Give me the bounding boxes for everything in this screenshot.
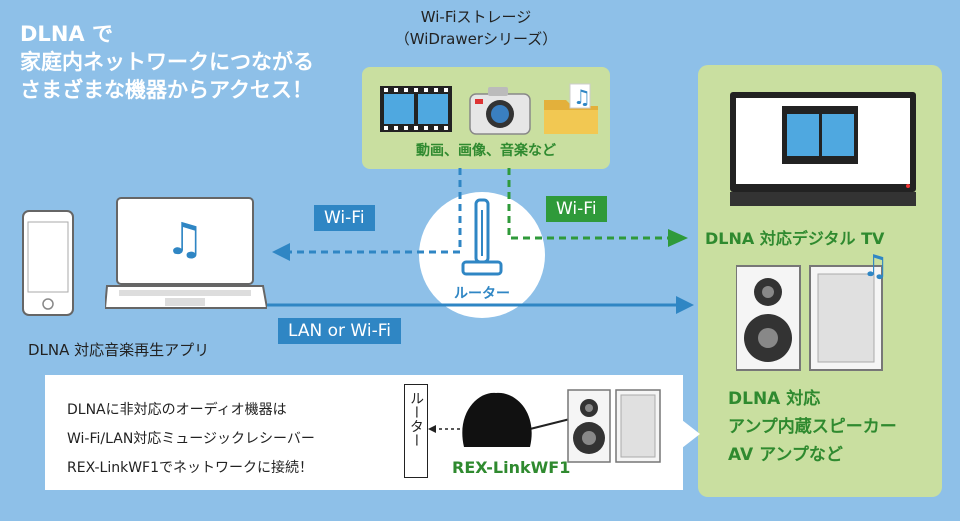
lan-tag: LAN or Wi-Fi (278, 318, 401, 344)
speaker-label-line-2: アンプ内蔵スピーカー (728, 417, 897, 437)
speaker-label-line-1: DLNA 対応 (728, 389, 821, 409)
laptop-icon: ♫ (105, 197, 267, 309)
storage-title-line-1: Wi-Fiストレージ (420, 8, 532, 26)
router-icon (461, 198, 503, 276)
rex-linkwf1-device-icon (462, 392, 532, 447)
router-label: ルーター (454, 286, 510, 302)
speaker-icon: ♫ (736, 249, 889, 371)
headline: DLNA で 家庭内ネットワークにつながる さまざまな機器からアクセス！ (20, 20, 314, 104)
camera-icon (469, 87, 531, 135)
headline-line-3: さまざまな機器からアクセス！ (20, 78, 313, 102)
lan-arrowhead (676, 296, 694, 314)
music-note-icon: ♫ (165, 214, 204, 265)
storage-caption: 動画、画像、音楽など (416, 143, 556, 159)
headline-line-1: DLNA で (20, 22, 113, 46)
callout-connection (428, 392, 571, 447)
tv-label: DLNA 対応デジタル TV (705, 229, 885, 248)
wifi-right-tag: Wi-Fi (546, 196, 607, 222)
callout-pointer (682, 420, 700, 448)
wifi-left-tag: Wi-Fi (314, 205, 375, 231)
film-icon (380, 86, 452, 132)
storage-title: Wi-Fiストレージ （WiDrawerシリーズ） (340, 6, 612, 50)
smartphone-icon (22, 210, 74, 316)
music-folder-icon: ♫ (544, 83, 598, 134)
callout-speaker-icon (567, 389, 661, 463)
callout-router-box: ルーター (404, 384, 428, 478)
client-label: DLNA 対応音楽再生アプリ (28, 341, 210, 359)
storage-title-line-2: （WiDrawerシリーズ） (394, 30, 558, 48)
storage-icons: ♫ (380, 83, 598, 135)
callout-router-label: ルーター (408, 391, 424, 447)
callout-text: DLNAに非対応のオーディオ機器は Wi-Fi/LAN対応ミュージックレシーバー… (67, 396, 315, 483)
speaker-music-note-icon: ♫ (862, 249, 889, 284)
callout-line-2: Wi-Fi/LAN対応ミュージックレシーバー (67, 431, 315, 447)
wifi-right-arrowhead (668, 229, 688, 247)
tv-icon (730, 92, 916, 206)
headline-line-2: 家庭内ネットワークにつながる (20, 50, 314, 74)
wifi-left-arrowhead (272, 243, 290, 261)
callout-device-label: REX-LinkWF1 (452, 458, 571, 477)
svg-text:♫: ♫ (573, 85, 591, 109)
wifi-left-line (288, 168, 462, 254)
speaker-label-line-3: AV アンプなど (728, 445, 843, 465)
callout-line-3: REX-LinkWF1でネットワークに接続！ (67, 460, 313, 476)
callout-line-1: DLNAに非対応のオーディオ機器は (67, 402, 287, 418)
speaker-label: DLNA 対応 アンプ内蔵スピーカー AV アンプなど (728, 385, 897, 469)
